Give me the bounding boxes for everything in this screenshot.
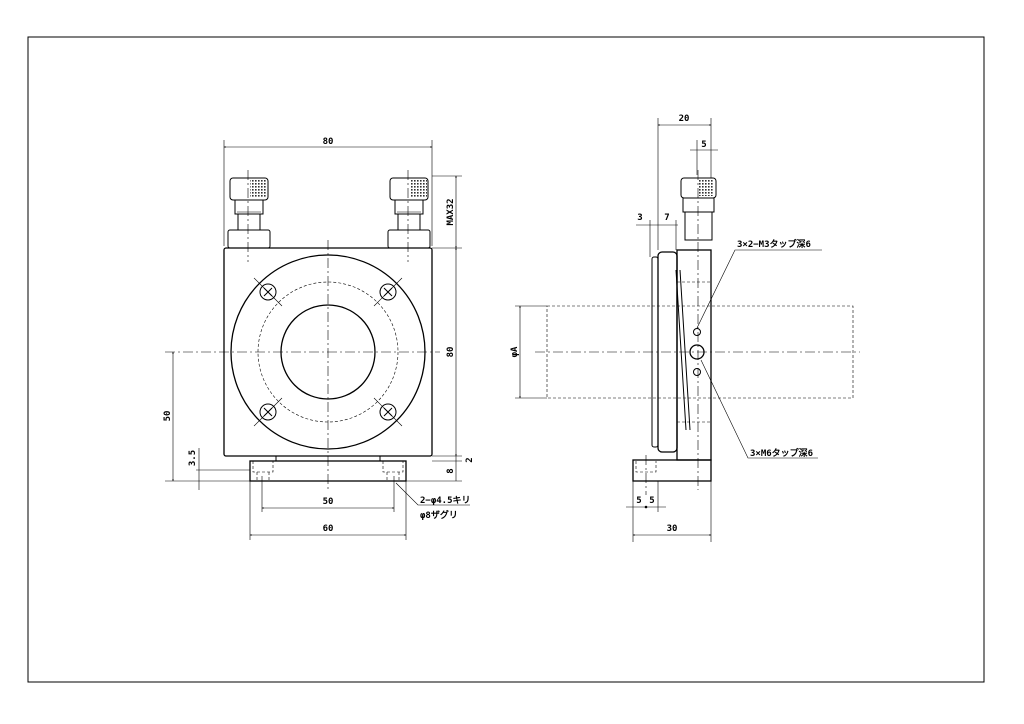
dim-depth-bottom: 30	[667, 524, 678, 534]
dim-height-right: 80	[446, 347, 456, 358]
screw-icons	[253, 277, 403, 427]
dim-base-width: 60	[323, 524, 334, 534]
note-m3-taps: 3×2−M3タップ深6	[737, 238, 811, 250]
dim-width-top: 80	[323, 137, 334, 147]
hole-leader	[395, 482, 470, 506]
front-view: 80 MAX32 80 2 8 50 3.5 50 60 2−φ4.5キリ φ8…	[163, 137, 475, 540]
dim-base-thickness: 8	[446, 468, 456, 473]
micrometer-left	[227, 177, 271, 249]
note-m6-taps: 3×M6タップ深6	[750, 447, 813, 459]
dim-micrometer-offset: 5	[701, 140, 706, 150]
micrometer-side	[680, 177, 717, 241]
dim-hole-pitch: 50	[323, 497, 334, 507]
dim-ring-offset: 3	[637, 213, 642, 223]
note-counterbore: φ8ザグリ	[420, 509, 458, 521]
dim-foot-b: 5	[649, 496, 654, 506]
note-hole-spec: 2−φ4.5キリ	[420, 495, 471, 506]
m6-leader	[700, 359, 818, 459]
dim-aperture: φA	[510, 346, 520, 357]
side-foot	[632, 459, 712, 482]
beam-envelope	[546, 305, 854, 399]
dim-depth-top: 20	[679, 114, 690, 124]
dim-center-height: 50	[163, 411, 173, 422]
side-plate	[676, 249, 712, 461]
m3-leader	[696, 249, 822, 329]
drawing-border	[27, 36, 985, 683]
micrometer-right	[387, 177, 431, 249]
base-plate	[249, 460, 407, 482]
dim-foot-a: 5	[636, 496, 641, 506]
dim-ring-thickness: 7	[664, 213, 669, 223]
dim-gap: 2	[465, 457, 475, 462]
side-view: 20 5 3 7 φA 5 5 30 3×2−M3タップ深6 3×M6タップ深6	[510, 114, 860, 542]
dim-max-travel: MAX32	[446, 198, 456, 225]
dim-base-offset: 3.5	[188, 450, 198, 466]
